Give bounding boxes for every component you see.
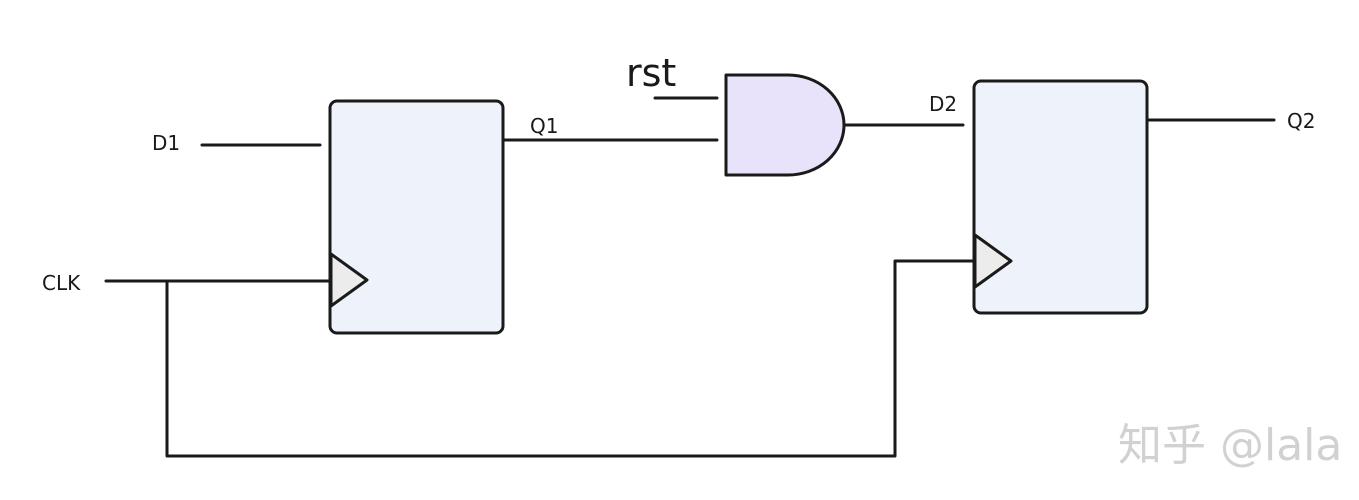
label-q1: Q1 bbox=[530, 114, 558, 138]
flip-flop-1 bbox=[328, 99, 505, 335]
label-d2: D2 bbox=[929, 92, 957, 116]
label-d1: D1 bbox=[152, 131, 180, 155]
label-rst: rst bbox=[626, 51, 676, 95]
and-gate bbox=[724, 73, 846, 177]
label-q2: Q2 bbox=[1287, 109, 1315, 133]
watermark: 知乎 @lala bbox=[1118, 420, 1342, 471]
label-clk: CLK bbox=[42, 271, 81, 295]
wire-clk-feedback bbox=[165, 259, 977, 458]
flip-flop-2 bbox=[972, 79, 1149, 315]
